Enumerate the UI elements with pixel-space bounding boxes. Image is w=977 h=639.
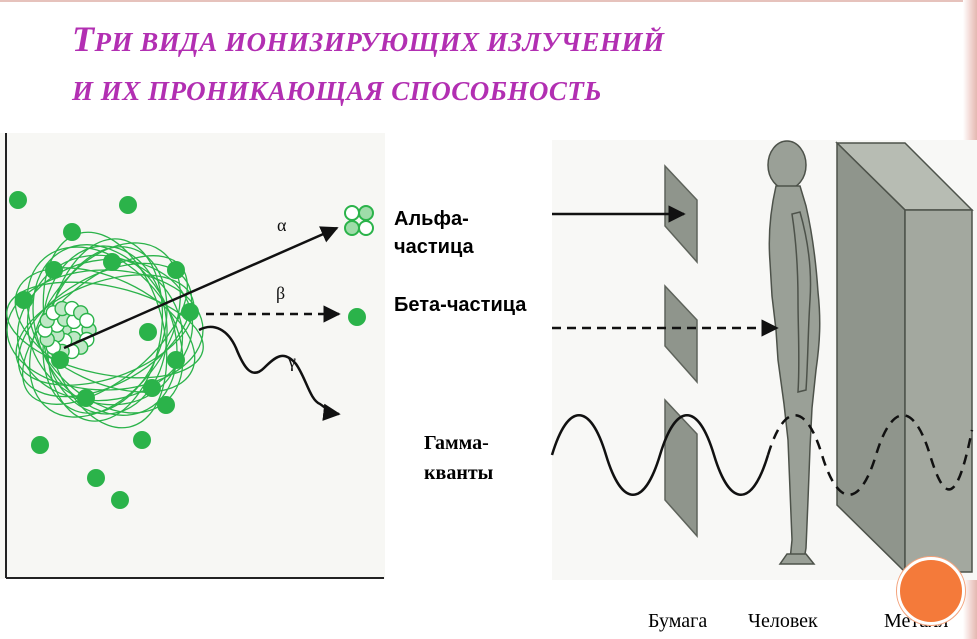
beta-particle-icon xyxy=(348,308,366,326)
slide-decoration-circle xyxy=(897,557,965,625)
electron xyxy=(133,431,151,449)
barrier-label-human: Человек xyxy=(748,610,818,632)
alpha-particle-icon xyxy=(344,205,374,236)
gamma-arrow xyxy=(198,325,341,421)
alpha-symbol: α xyxy=(277,215,287,235)
electron xyxy=(15,291,33,309)
electron-orbit xyxy=(26,254,184,406)
electron xyxy=(87,469,105,487)
electron-orbit xyxy=(29,242,181,418)
atom-nucleus xyxy=(37,300,97,360)
electron xyxy=(9,191,27,209)
electron xyxy=(157,396,175,414)
electron xyxy=(111,491,129,509)
paper-sheet-bottom xyxy=(664,398,698,538)
atom-illustration xyxy=(6,191,204,509)
electron xyxy=(167,261,185,279)
metal-block xyxy=(835,141,974,574)
electron xyxy=(143,379,161,397)
paper-sheets xyxy=(664,164,698,538)
title-line-2: и их проникающая способность xyxy=(72,66,932,115)
electron-orbit xyxy=(14,267,196,393)
title-initial: Т xyxy=(72,19,95,59)
electron-orbit xyxy=(6,281,204,379)
barrier-label-paper: Бумага xyxy=(648,610,708,632)
electron xyxy=(139,323,157,341)
electron xyxy=(63,223,81,241)
beta-particle-label: Бета-частица xyxy=(394,294,527,316)
electron-orbit xyxy=(32,244,178,416)
gamma-quanta-label: Гамма-кванты xyxy=(424,432,494,484)
gamma-symbol: γ xyxy=(287,351,296,371)
title-line-1: Три вида ионизирующих излучений xyxy=(72,16,932,66)
title-line-2-text: и их проникающая способность xyxy=(72,76,603,106)
electron xyxy=(167,351,185,369)
electron xyxy=(181,303,199,321)
electron xyxy=(103,253,121,271)
atom-electrons xyxy=(9,191,199,509)
electron xyxy=(31,436,49,454)
paper-sheet-middle xyxy=(664,284,698,384)
alpha-particle-label: Альфа-частица xyxy=(394,208,474,258)
title-line-1-rest: ри вида ионизирующих излучений xyxy=(94,27,665,57)
slide-title: Три вида ионизирующих излучений и их про… xyxy=(72,16,932,115)
electron xyxy=(119,196,137,214)
electron-orbit xyxy=(15,274,195,386)
beta-symbol: β xyxy=(276,283,285,303)
electron xyxy=(45,261,63,279)
nucleon xyxy=(79,312,95,329)
human-figure xyxy=(767,140,821,565)
electron xyxy=(51,351,69,369)
top-rule xyxy=(0,0,977,2)
electron xyxy=(77,389,95,407)
gamma-wave-solid xyxy=(550,414,770,496)
alpha-arrow xyxy=(63,226,339,350)
